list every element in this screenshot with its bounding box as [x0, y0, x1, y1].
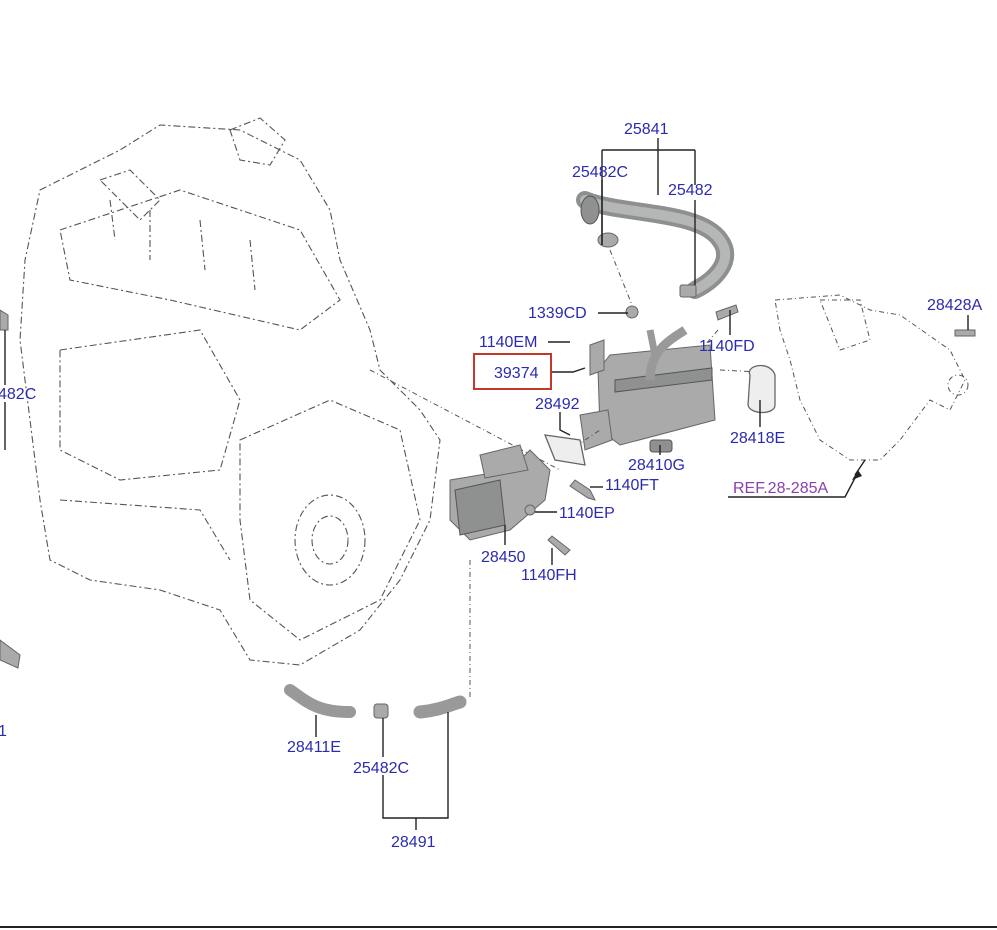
- leader-lines: [4, 138, 969, 830]
- label-cut-1: 1: [0, 723, 7, 740]
- label-1140FH[interactable]: 1140FH: [521, 567, 577, 584]
- label-28428A[interactable]: 28428A: [927, 297, 982, 314]
- label-28492[interactable]: 28492: [535, 396, 580, 413]
- label-25841[interactable]: 25841: [624, 121, 669, 138]
- housing-28450: [449, 444, 596, 556]
- reference-label[interactable]: REF.28-285A: [733, 480, 828, 497]
- label-25482[interactable]: 25482: [668, 182, 713, 199]
- label-1140EM[interactable]: 1140EM: [479, 334, 537, 351]
- label-28450[interactable]: 28450: [481, 549, 526, 566]
- left-cut-part: [0, 639, 21, 669]
- label-1140FT[interactable]: 1140FT: [605, 477, 659, 494]
- egr-valve-outline: [774, 294, 976, 480]
- highlight-box: [473, 353, 552, 390]
- left-cut-part: [0, 309, 9, 331]
- label-1339CD[interactable]: 1339CD: [528, 305, 587, 322]
- label-28410G[interactable]: 28410G: [628, 457, 685, 474]
- engine-block-outline: [19, 117, 561, 700]
- bottom-hoses: [284, 684, 467, 719]
- label-28418E[interactable]: 28418E: [730, 430, 785, 447]
- label-28491[interactable]: 28491: [391, 834, 436, 851]
- egr-cooler-28410G: [554, 304, 761, 461]
- gasket-28418E: [747, 364, 776, 414]
- label-1140EP[interactable]: 1140EP: [559, 505, 615, 522]
- label-28411E[interactable]: 28411E: [287, 739, 341, 756]
- label-cut-482C: 482C: [0, 386, 36, 403]
- gasket-28492: [543, 434, 586, 466]
- label-25482C-bottom[interactable]: 25482C: [353, 760, 409, 777]
- label-25482C-top[interactable]: 25482C: [572, 164, 628, 181]
- label-39374[interactable]: 39374: [494, 365, 539, 382]
- label-1140FD[interactable]: 1140FD: [699, 338, 755, 355]
- hose-25841: [576, 191, 735, 319]
